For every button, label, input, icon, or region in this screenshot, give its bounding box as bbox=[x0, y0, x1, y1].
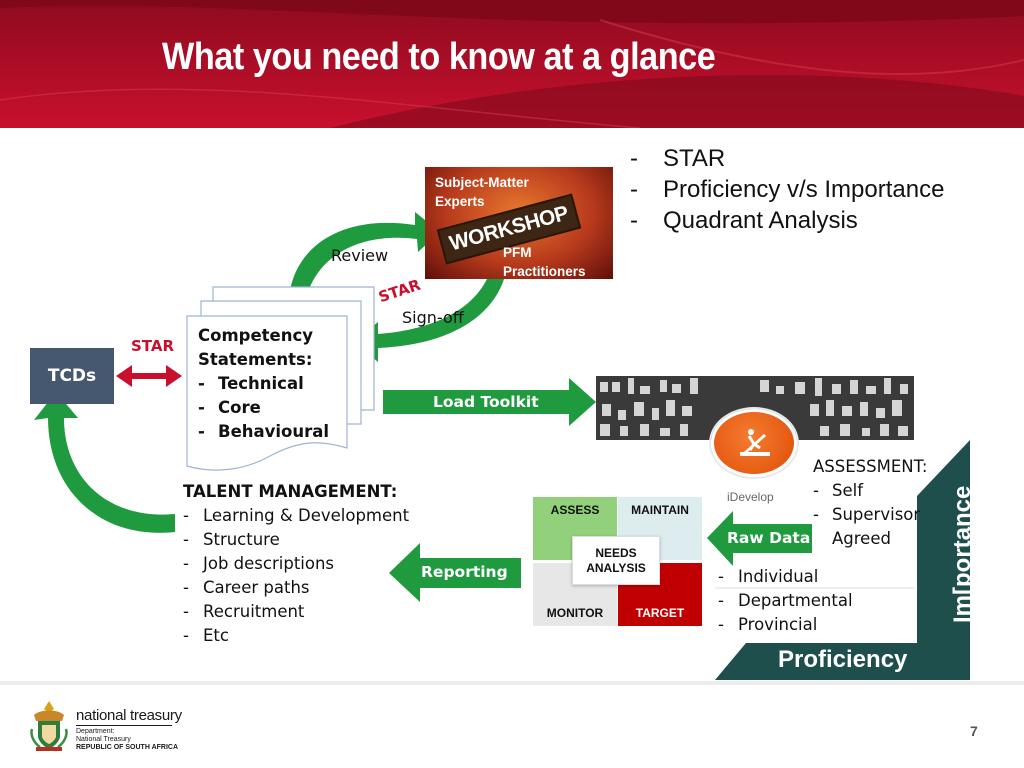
talent-item: Etc bbox=[183, 624, 409, 648]
talent-item: Career paths bbox=[183, 576, 409, 600]
title-banner: What you need to know at a glance bbox=[0, 0, 1024, 128]
level-item: Provincial bbox=[718, 613, 853, 637]
competency-item: Behavioural bbox=[198, 420, 338, 444]
reporting-arrow bbox=[389, 543, 521, 602]
review-label: Review bbox=[331, 246, 389, 265]
tcds-label: TCDs bbox=[47, 366, 97, 386]
importance-axis-label: Im[portance bbox=[949, 485, 976, 623]
load-toolkit-arrow bbox=[383, 378, 596, 426]
methods-list: STAR Proficiency v/s Importance Quadrant… bbox=[630, 143, 944, 236]
proficiency-axis-label: Proficiency bbox=[778, 646, 908, 673]
methods-list-item: STAR bbox=[630, 143, 944, 174]
level-item: Departmental bbox=[718, 589, 853, 613]
talent-item: Structure bbox=[183, 528, 409, 552]
talent-heading: TALENT MANAGEMENT: bbox=[183, 482, 398, 501]
level-item: Individual bbox=[718, 565, 853, 589]
review-arrow bbox=[290, 212, 440, 298]
workshop-image: Subject-Matter Experts WORKSHOP PFM Prac… bbox=[425, 167, 613, 279]
logo-brand-text: national treasury bbox=[76, 707, 182, 724]
methods-list-item: Proficiency v/s Importance bbox=[630, 174, 944, 205]
load-toolkit-label: Load Toolkit bbox=[433, 393, 539, 411]
talent-item: Recruitment bbox=[183, 600, 409, 624]
signoff-arrow bbox=[354, 272, 505, 362]
talent-management: TALENT MANAGEMENT: Learning & Developmen… bbox=[183, 480, 409, 648]
competency-item: Core bbox=[198, 396, 338, 420]
needs-analysis-label: NEEDS ANALYSIS bbox=[572, 536, 660, 585]
assessment-item: Supervisor Agreed bbox=[813, 503, 925, 551]
talent-item: Learning & Development bbox=[183, 504, 409, 528]
banner-background bbox=[0, 0, 1024, 128]
star-label-left: STAR bbox=[131, 337, 175, 355]
methods-list-item: Quadrant Analysis bbox=[630, 205, 944, 236]
assessment-item: Self bbox=[813, 479, 925, 503]
page-number: 7 bbox=[970, 723, 978, 739]
talent-item: Job descriptions bbox=[183, 552, 409, 576]
national-treasury-logo: national treasury Department: National T… bbox=[76, 707, 182, 752]
climbing-person-icon bbox=[740, 429, 770, 456]
levels-list: Individual Departmental Provincial bbox=[718, 565, 853, 637]
star-double-arrow bbox=[116, 365, 182, 387]
assessment-list: ASSESSMENT: Self Supervisor Agreed bbox=[813, 455, 927, 551]
competency-statements: Competency Statements: Technical Core Be… bbox=[198, 324, 338, 444]
tcds-box: TCDs bbox=[30, 348, 114, 404]
logo-line-1: Department: bbox=[76, 728, 115, 735]
logo-line-3: REPUBLIC OF SOUTH AFRICA bbox=[76, 744, 179, 751]
idevelop-label: iDevelop bbox=[727, 490, 774, 504]
quadrant-assess: ASSESS bbox=[533, 497, 617, 560]
signoff-label: Sign-off bbox=[402, 308, 464, 327]
competency-heading: Competency Statements: bbox=[198, 326, 314, 369]
coat-of-arms-logo-icon bbox=[28, 699, 70, 757]
reporting-label: Reporting bbox=[421, 563, 508, 581]
footer-divider bbox=[0, 681, 1024, 685]
slide-title: What you need to know at a glance bbox=[162, 36, 716, 78]
raw-data-label: Raw Data bbox=[727, 529, 811, 547]
pfm-practitioners-label: PFM Practitioners bbox=[503, 245, 586, 279]
feedback-arrow bbox=[34, 392, 175, 533]
raw-data-arrow bbox=[707, 511, 812, 566]
competency-item: Technical bbox=[198, 372, 338, 396]
subject-matter-experts-label: Subject-Matter Experts bbox=[435, 175, 529, 209]
logo-line-2: National Treasury bbox=[76, 736, 131, 743]
assessment-heading: ASSESSMENT: bbox=[813, 457, 928, 476]
idevelop-logo-icon bbox=[711, 409, 797, 477]
